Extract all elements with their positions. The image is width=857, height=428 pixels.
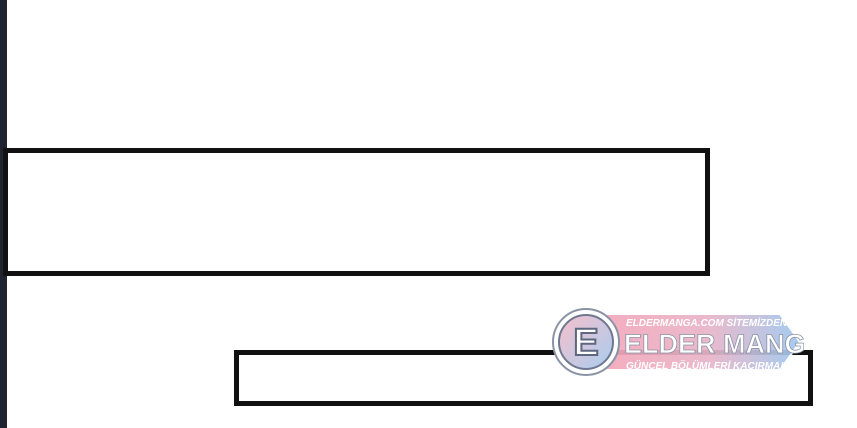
- upper-panel-frame: [3, 148, 710, 276]
- watermark-logo-letter: E: [573, 322, 598, 364]
- watermark-brand-text: ELDER MANGA: [624, 329, 804, 359]
- watermark-graphic: E ELDERMANGA.COM SİTEMİZDEN ELDER MANGA …: [552, 308, 804, 376]
- watermark-top-text: ELDERMANGA.COM SİTEMİZDEN: [626, 316, 788, 329]
- eldermanga-watermark: E ELDERMANGA.COM SİTEMİZDEN ELDER MANGA …: [548, 306, 804, 378]
- watermark-bottom-text: GÜNCEL BÖLÜMLERİ KAÇIRMA!: [626, 359, 784, 372]
